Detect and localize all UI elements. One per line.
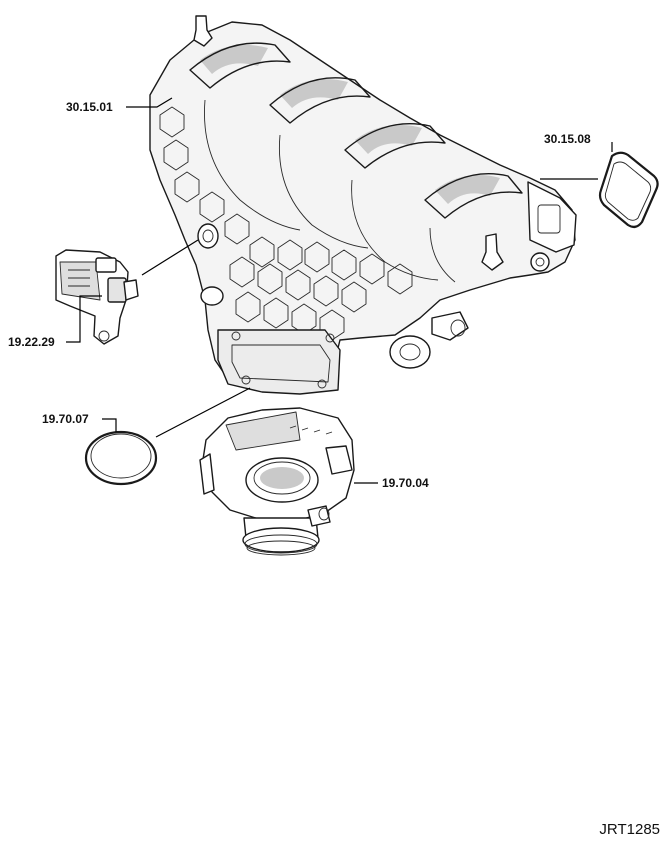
throttle-gasket-drawing xyxy=(84,430,158,486)
manifold-gasket-drawing xyxy=(598,151,659,229)
callout-manifold-gasket: 30.15.08 xyxy=(544,132,591,146)
intake-manifold-drawing xyxy=(149,15,577,395)
drawing-id: JRT1285 xyxy=(599,821,660,838)
callout-throttle-gasket: 19.70.07 xyxy=(42,412,89,426)
callout-throttle-body: 19.70.04 xyxy=(382,476,429,490)
callout-labels: 30.15.01 30.15.08 19.22.29 19.70.07 19.7… xyxy=(8,100,591,490)
callout-map-sensor: 19.22.29 xyxy=(8,335,55,349)
throttle-body-drawing xyxy=(199,407,355,556)
callout-intake-manifold: 30.15.01 xyxy=(66,100,113,114)
map-sensor-drawing xyxy=(55,249,139,345)
leader-lines xyxy=(66,97,613,484)
